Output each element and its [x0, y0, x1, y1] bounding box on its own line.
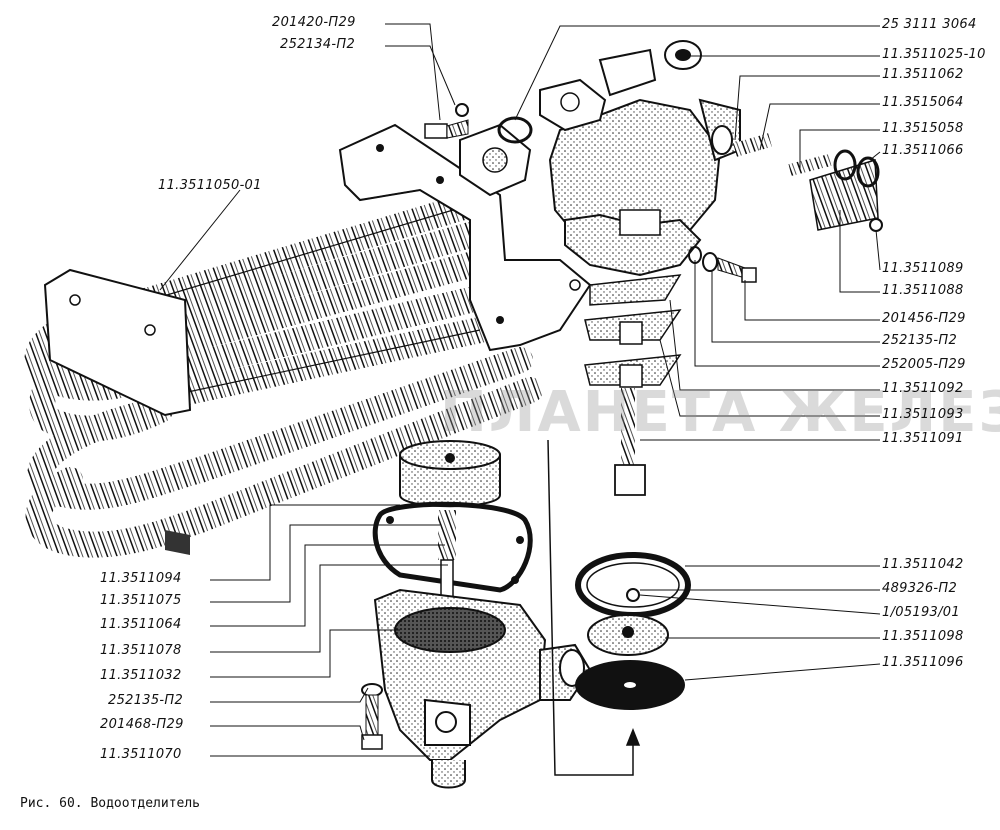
label-201420-p29: 201420-П29 [272, 15, 356, 30]
label-11-3511050-01: 11.3511050-01 [158, 178, 262, 193]
label-252134-p2: 252134-П2 [280, 37, 356, 52]
label-11-3511089: 11.3511089 [882, 261, 964, 276]
label-11-3511064: 11.3511064 [100, 617, 182, 632]
label-11-3511098: 11.3511098 [882, 629, 964, 644]
label-11-3515064: 11.3515064 [882, 95, 964, 110]
label-11-3511070: 11.3511070 [100, 747, 182, 762]
label-11-3511075: 11.3511075 [100, 593, 182, 608]
valve-plate-stack [584, 274, 682, 496]
label-11-3511091: 11.3511091 [882, 431, 964, 446]
bolt-201420 [424, 103, 469, 139]
gasket-ring [372, 501, 533, 593]
label-1-05193-01: 1/05193/01 [882, 605, 960, 620]
bolt-201468 [361, 683, 383, 750]
label-201456-p29: 201456-П29 [882, 311, 966, 326]
label-25-3111-3064: 25 3111 3064 [882, 17, 977, 32]
spring-plunger-assembly [733, 133, 883, 232]
label-11-3511062: 11.3511062 [882, 67, 964, 82]
label-252135-p2-lower: 252135-П2 [108, 693, 184, 708]
label-11-3511032: 11.3511032 [100, 668, 182, 683]
watermark-text: ПЛАНЕТА ЖЕЛЕЗЯКА [440, 380, 1000, 445]
label-201468-p29: 201468-П29 [100, 717, 184, 732]
valve-body-housing [539, 40, 741, 277]
label-11-3511078: 11.3511078 [100, 643, 182, 658]
inlet-flange [459, 116, 533, 197]
label-11-3511088: 11.3511088 [882, 283, 964, 298]
figure-caption: Рис. 60. Водоотделитель [20, 796, 201, 811]
assembly-direction-arrow [547, 439, 641, 776]
label-11-3511092: 11.3511092 [882, 381, 964, 396]
filter-ring-11-3511042 [575, 552, 691, 618]
label-11-3511066: 11.3511066 [882, 143, 964, 158]
front-mounting-plate [43, 268, 192, 555]
leader-lines [159, 23, 881, 757]
filter-cap [399, 440, 501, 508]
bolt-201456 [688, 246, 757, 283]
valve-plate-11-3511098 [587, 614, 669, 656]
label-489326-p2: 489326-П2 [882, 581, 958, 596]
label-252005-p29: 252005-П29 [882, 357, 966, 372]
label-252135-p2-upper: 252135-П2 [882, 333, 958, 348]
lower-housing [373, 588, 592, 789]
label-11-3515058: 11.3515058 [882, 121, 964, 136]
label-11-3511025-10: 11.3511025-10 [882, 47, 986, 62]
label-11-3511094: 11.3511094 [100, 571, 182, 586]
label-11-3511096: 11.3511096 [882, 655, 964, 670]
diaphragm-disk-11-3511096 [575, 660, 685, 710]
label-11-3511093: 11.3511093 [882, 407, 964, 422]
label-11-3511042: 11.3511042 [882, 557, 964, 572]
